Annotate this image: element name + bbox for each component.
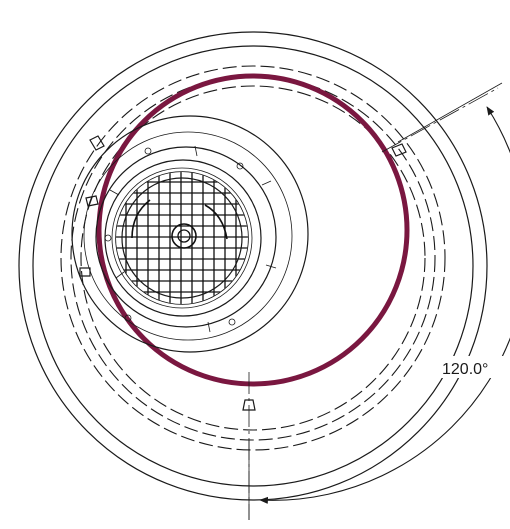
- frame-bolt-hole: [144, 147, 152, 155]
- frame-bolt-hole: [236, 162, 244, 170]
- frame-bolt-hole: [228, 318, 236, 326]
- angle-dimension-label: 120.0°: [442, 361, 488, 378]
- dimension-text-mask: [440, 356, 510, 378]
- manhole-cover: [115, 171, 249, 305]
- angled-center-line: [381, 87, 499, 153]
- outer-base-inner-circle: [32, 45, 474, 487]
- extension-line-angled: [397, 82, 503, 143]
- frame-bolt-hole: [104, 234, 112, 242]
- frame-inner-ring: [111, 167, 253, 309]
- frame-bolt-hole: [124, 314, 132, 322]
